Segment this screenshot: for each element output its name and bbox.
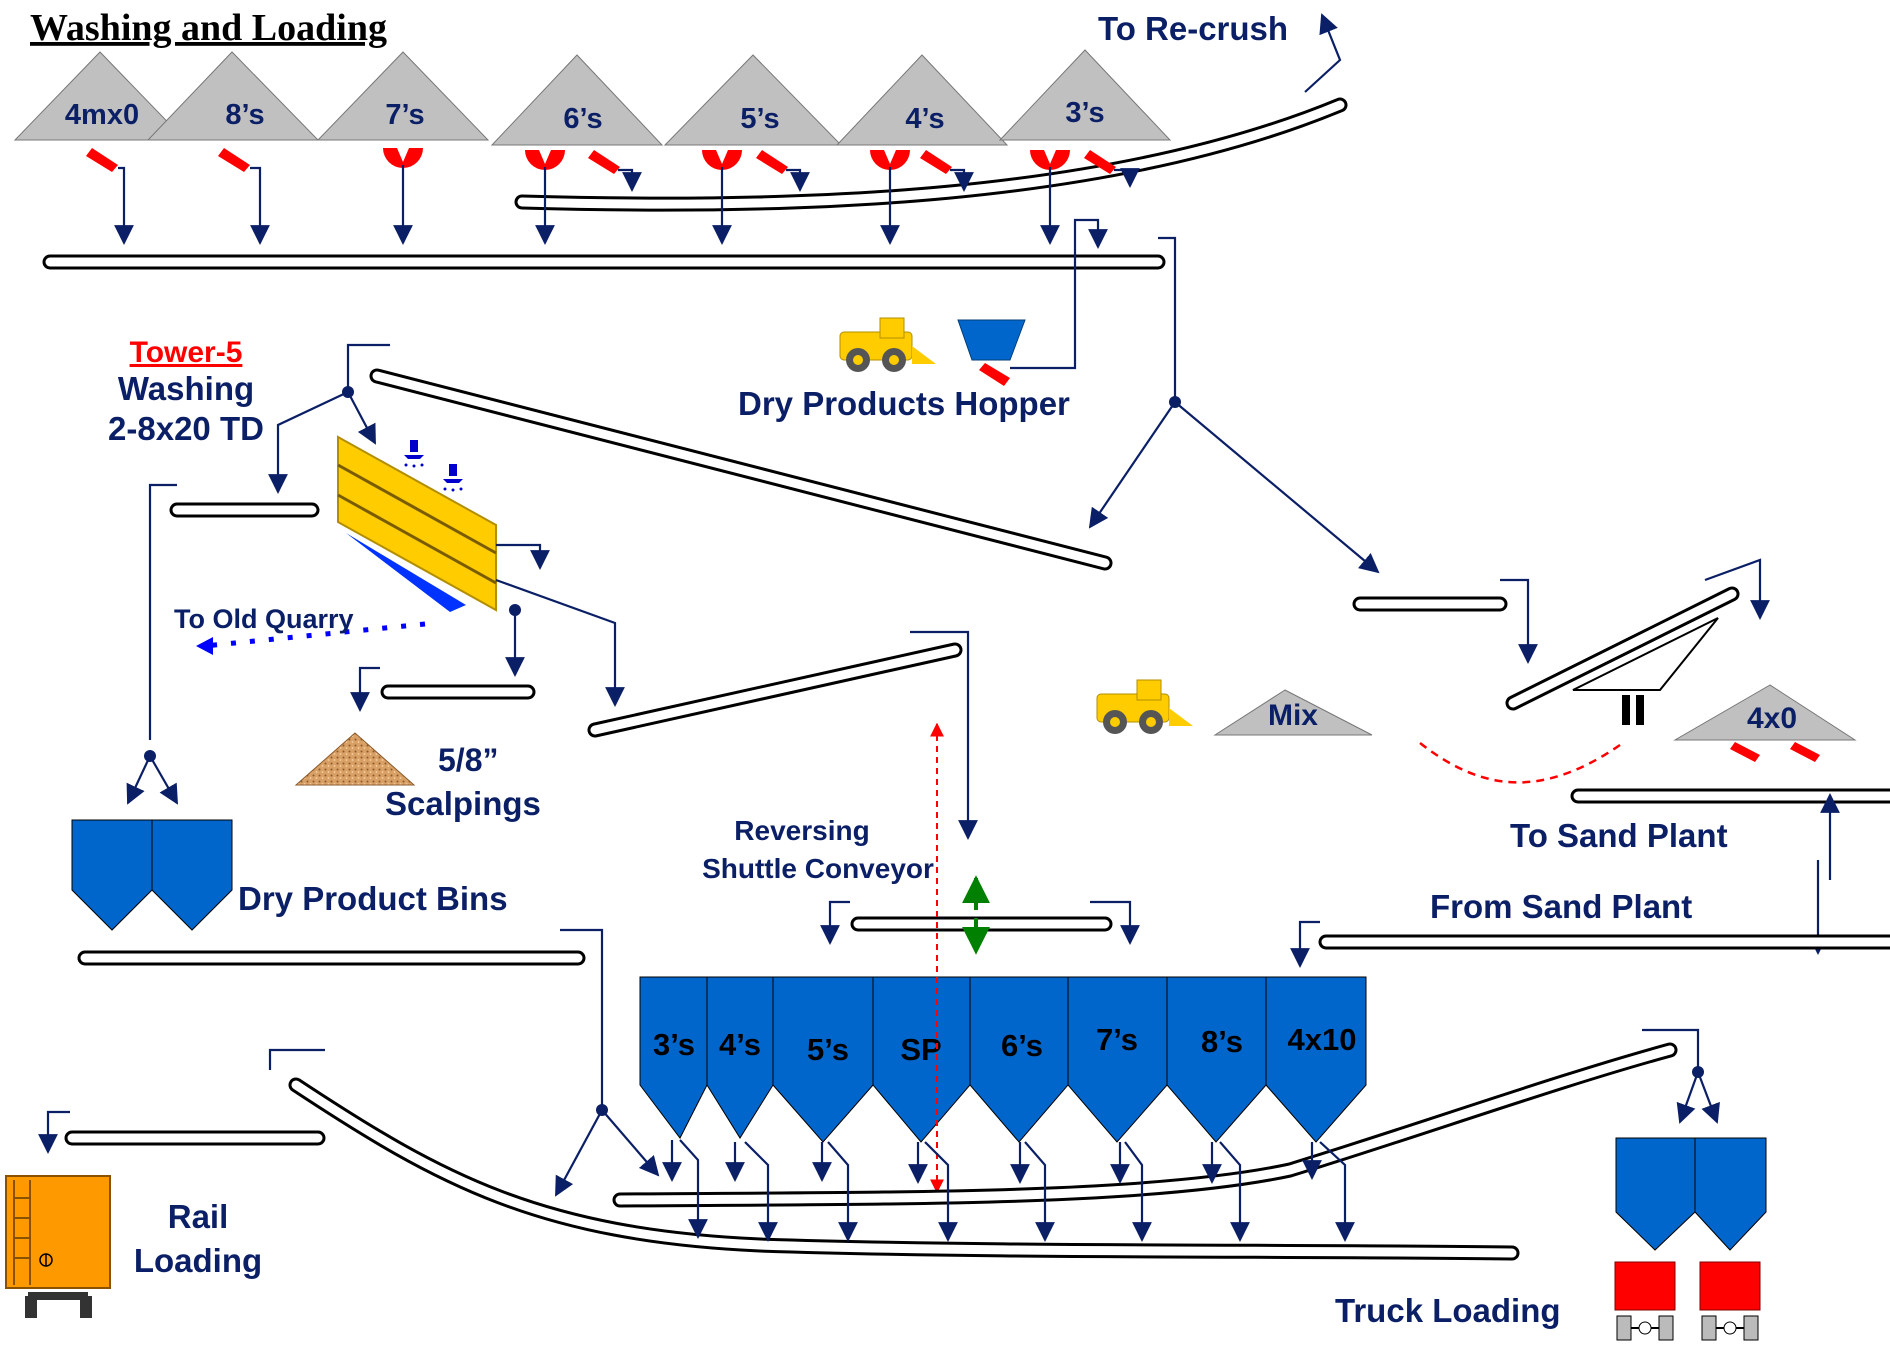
bin-label: SP bbox=[900, 1032, 941, 1067]
stockpile-label: 5’s bbox=[740, 103, 779, 135]
washing-screen bbox=[337, 435, 497, 612]
bin-discharge-arrows bbox=[662, 1139, 1355, 1242]
tower-name: Tower-5 bbox=[130, 336, 243, 369]
tower-line2: 2-8x20 TD bbox=[108, 410, 264, 447]
stockpile-label: 6’s bbox=[563, 103, 602, 135]
mix-red-dashed-line bbox=[1419, 742, 1621, 784]
spray-nozzle-icon bbox=[404, 440, 463, 492]
to-old-quarry-label: To Old Quarry bbox=[174, 604, 354, 634]
bin-label: 3’s bbox=[653, 1027, 695, 1062]
stockpile-6s: 6’s bbox=[490, 54, 664, 146]
truck-loading-label: Truck Loading bbox=[1335, 1292, 1561, 1329]
rail-conveyor-feed-line bbox=[268, 1048, 325, 1070]
page-title: Washing and Loading bbox=[30, 7, 387, 49]
mix-pile bbox=[1213, 689, 1373, 736]
stockpile-4mx0: 4mx0 bbox=[13, 51, 187, 141]
bin-label: 8’s bbox=[1201, 1024, 1243, 1059]
stockpile-8s: 8’s bbox=[146, 51, 320, 141]
tower-feed-conveyor bbox=[369, 368, 1113, 571]
stockpile-3s: 3’s bbox=[998, 49, 1172, 141]
stockpile-label: 3’s bbox=[1065, 97, 1104, 129]
bin-label: 4x10 bbox=[1288, 1022, 1357, 1057]
main-discharge-line bbox=[1158, 236, 1177, 400]
dry-products-hopper bbox=[957, 218, 1108, 386]
shuttle-feed-conveyor bbox=[587, 642, 963, 738]
truck-conveyor-discharge-line bbox=[1642, 1028, 1700, 1070]
stockpile-label: 7’s bbox=[385, 99, 424, 131]
product-bins bbox=[639, 976, 1367, 1143]
bin-label: 6’s bbox=[1001, 1028, 1043, 1063]
to-old-quarry-arrowhead bbox=[196, 637, 213, 655]
stockpile-feed-arrows bbox=[114, 165, 1140, 245]
scalpings-size-label: 5/8” bbox=[438, 742, 498, 778]
to-recrush-arrow bbox=[1304, 13, 1342, 93]
screen-to-conveyor-arrow bbox=[495, 578, 625, 707]
truck-icon bbox=[1614, 1261, 1676, 1341]
rail-car-icon bbox=[5, 1175, 111, 1318]
sand-screen-frame bbox=[1572, 617, 1719, 691]
recrush-conveyor bbox=[514, 97, 1348, 212]
sand-incline-conveyor bbox=[1505, 586, 1740, 711]
dry-bins-discharge-line bbox=[560, 928, 604, 1105]
tower-feed-line bbox=[346, 343, 390, 390]
truck-loadout-bins bbox=[1615, 1137, 1767, 1251]
stockpile-4s: 4’s bbox=[835, 54, 1009, 146]
mix-pile-label: Mix bbox=[1268, 699, 1318, 732]
dry-product-bins bbox=[71, 819, 233, 931]
stockpile-7s: 7’s bbox=[316, 51, 490, 141]
from-sand-plant-label: From Sand Plant bbox=[1430, 888, 1692, 925]
front-loader-icon bbox=[839, 317, 937, 373]
scalpings-label: Scalpings bbox=[385, 785, 541, 822]
bin-label: 5’s bbox=[807, 1032, 849, 1067]
shuttle-conveyor-label: Shuttle Conveyor bbox=[702, 853, 934, 884]
truck-icon bbox=[1699, 1261, 1761, 1341]
dry-bins-feed-line bbox=[148, 483, 177, 740]
to-sand-plant-label: To Sand Plant bbox=[1510, 817, 1728, 854]
tower-line1: Washing bbox=[118, 370, 254, 407]
dry-product-bins-label: Dry Product Bins bbox=[238, 880, 508, 917]
stockpile-label: 4mx0 bbox=[65, 99, 139, 131]
stockpile-label: 4’s bbox=[905, 103, 944, 135]
sand-pile-label: 4x0 bbox=[1747, 702, 1797, 735]
bin-label: 4’s bbox=[719, 1027, 761, 1062]
scalpings-pile bbox=[294, 732, 416, 786]
to-recrush-label: To Re-crush bbox=[1098, 10, 1288, 47]
front-loader-icon bbox=[1096, 679, 1194, 735]
dry-products-hopper-label: Dry Products Hopper bbox=[738, 385, 1070, 422]
stockpile-5s: 5’s bbox=[663, 54, 843, 146]
bin-label: 7’s bbox=[1096, 1022, 1138, 1057]
rail-loading-conveyor bbox=[288, 1077, 1520, 1261]
reversing-label: Reversing bbox=[734, 815, 869, 846]
sand-pile-4x0 bbox=[1673, 684, 1857, 741]
screen-discharge-arrow bbox=[496, 543, 550, 570]
rail-loading-label: Loading bbox=[134, 1242, 262, 1279]
stockpile-gates bbox=[86, 148, 1116, 174]
rail-label: Rail bbox=[168, 1198, 229, 1235]
stockpile-label: 8’s bbox=[225, 99, 264, 131]
